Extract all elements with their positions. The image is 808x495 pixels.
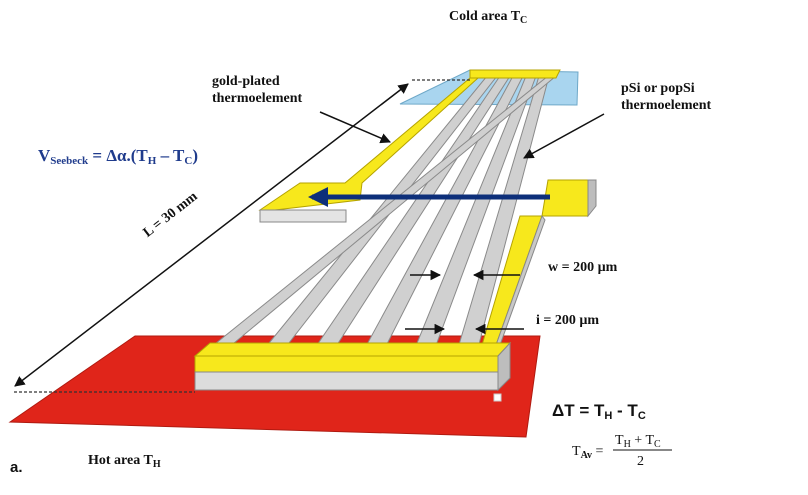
- length-arrow: [14, 83, 409, 387]
- psi-callout-arrow: [523, 113, 605, 159]
- gold-thermoelement-right: [481, 179, 597, 346]
- psi-thermoelement-label: pSi or popSi thermoelement: [621, 81, 712, 113]
- seebeck-equation: VSeebeck = Δα.(TH – TC): [38, 146, 198, 167]
- delta-t-equation: ΔT = TH - TC: [552, 401, 646, 422]
- gold-thermoelement-label: gold-plated thermoelement: [212, 74, 303, 106]
- tav-equation: TAv =: [572, 444, 604, 461]
- hot-area-label: Hot area TH: [88, 453, 161, 470]
- hot-side-contact: [193, 341, 512, 392]
- hot-plate-corner-mark: [493, 393, 502, 402]
- width-label: w = 200 µm: [548, 260, 618, 275]
- tav-denominator: 2: [637, 454, 644, 469]
- spacing-label: i = 200 µm: [536, 313, 600, 328]
- cold-area-label: Cold area TC: [449, 9, 528, 26]
- panel-label: a.: [10, 459, 23, 476]
- gold-callout-arrow: [319, 111, 391, 144]
- tav-numerator: TH + TC: [615, 433, 661, 450]
